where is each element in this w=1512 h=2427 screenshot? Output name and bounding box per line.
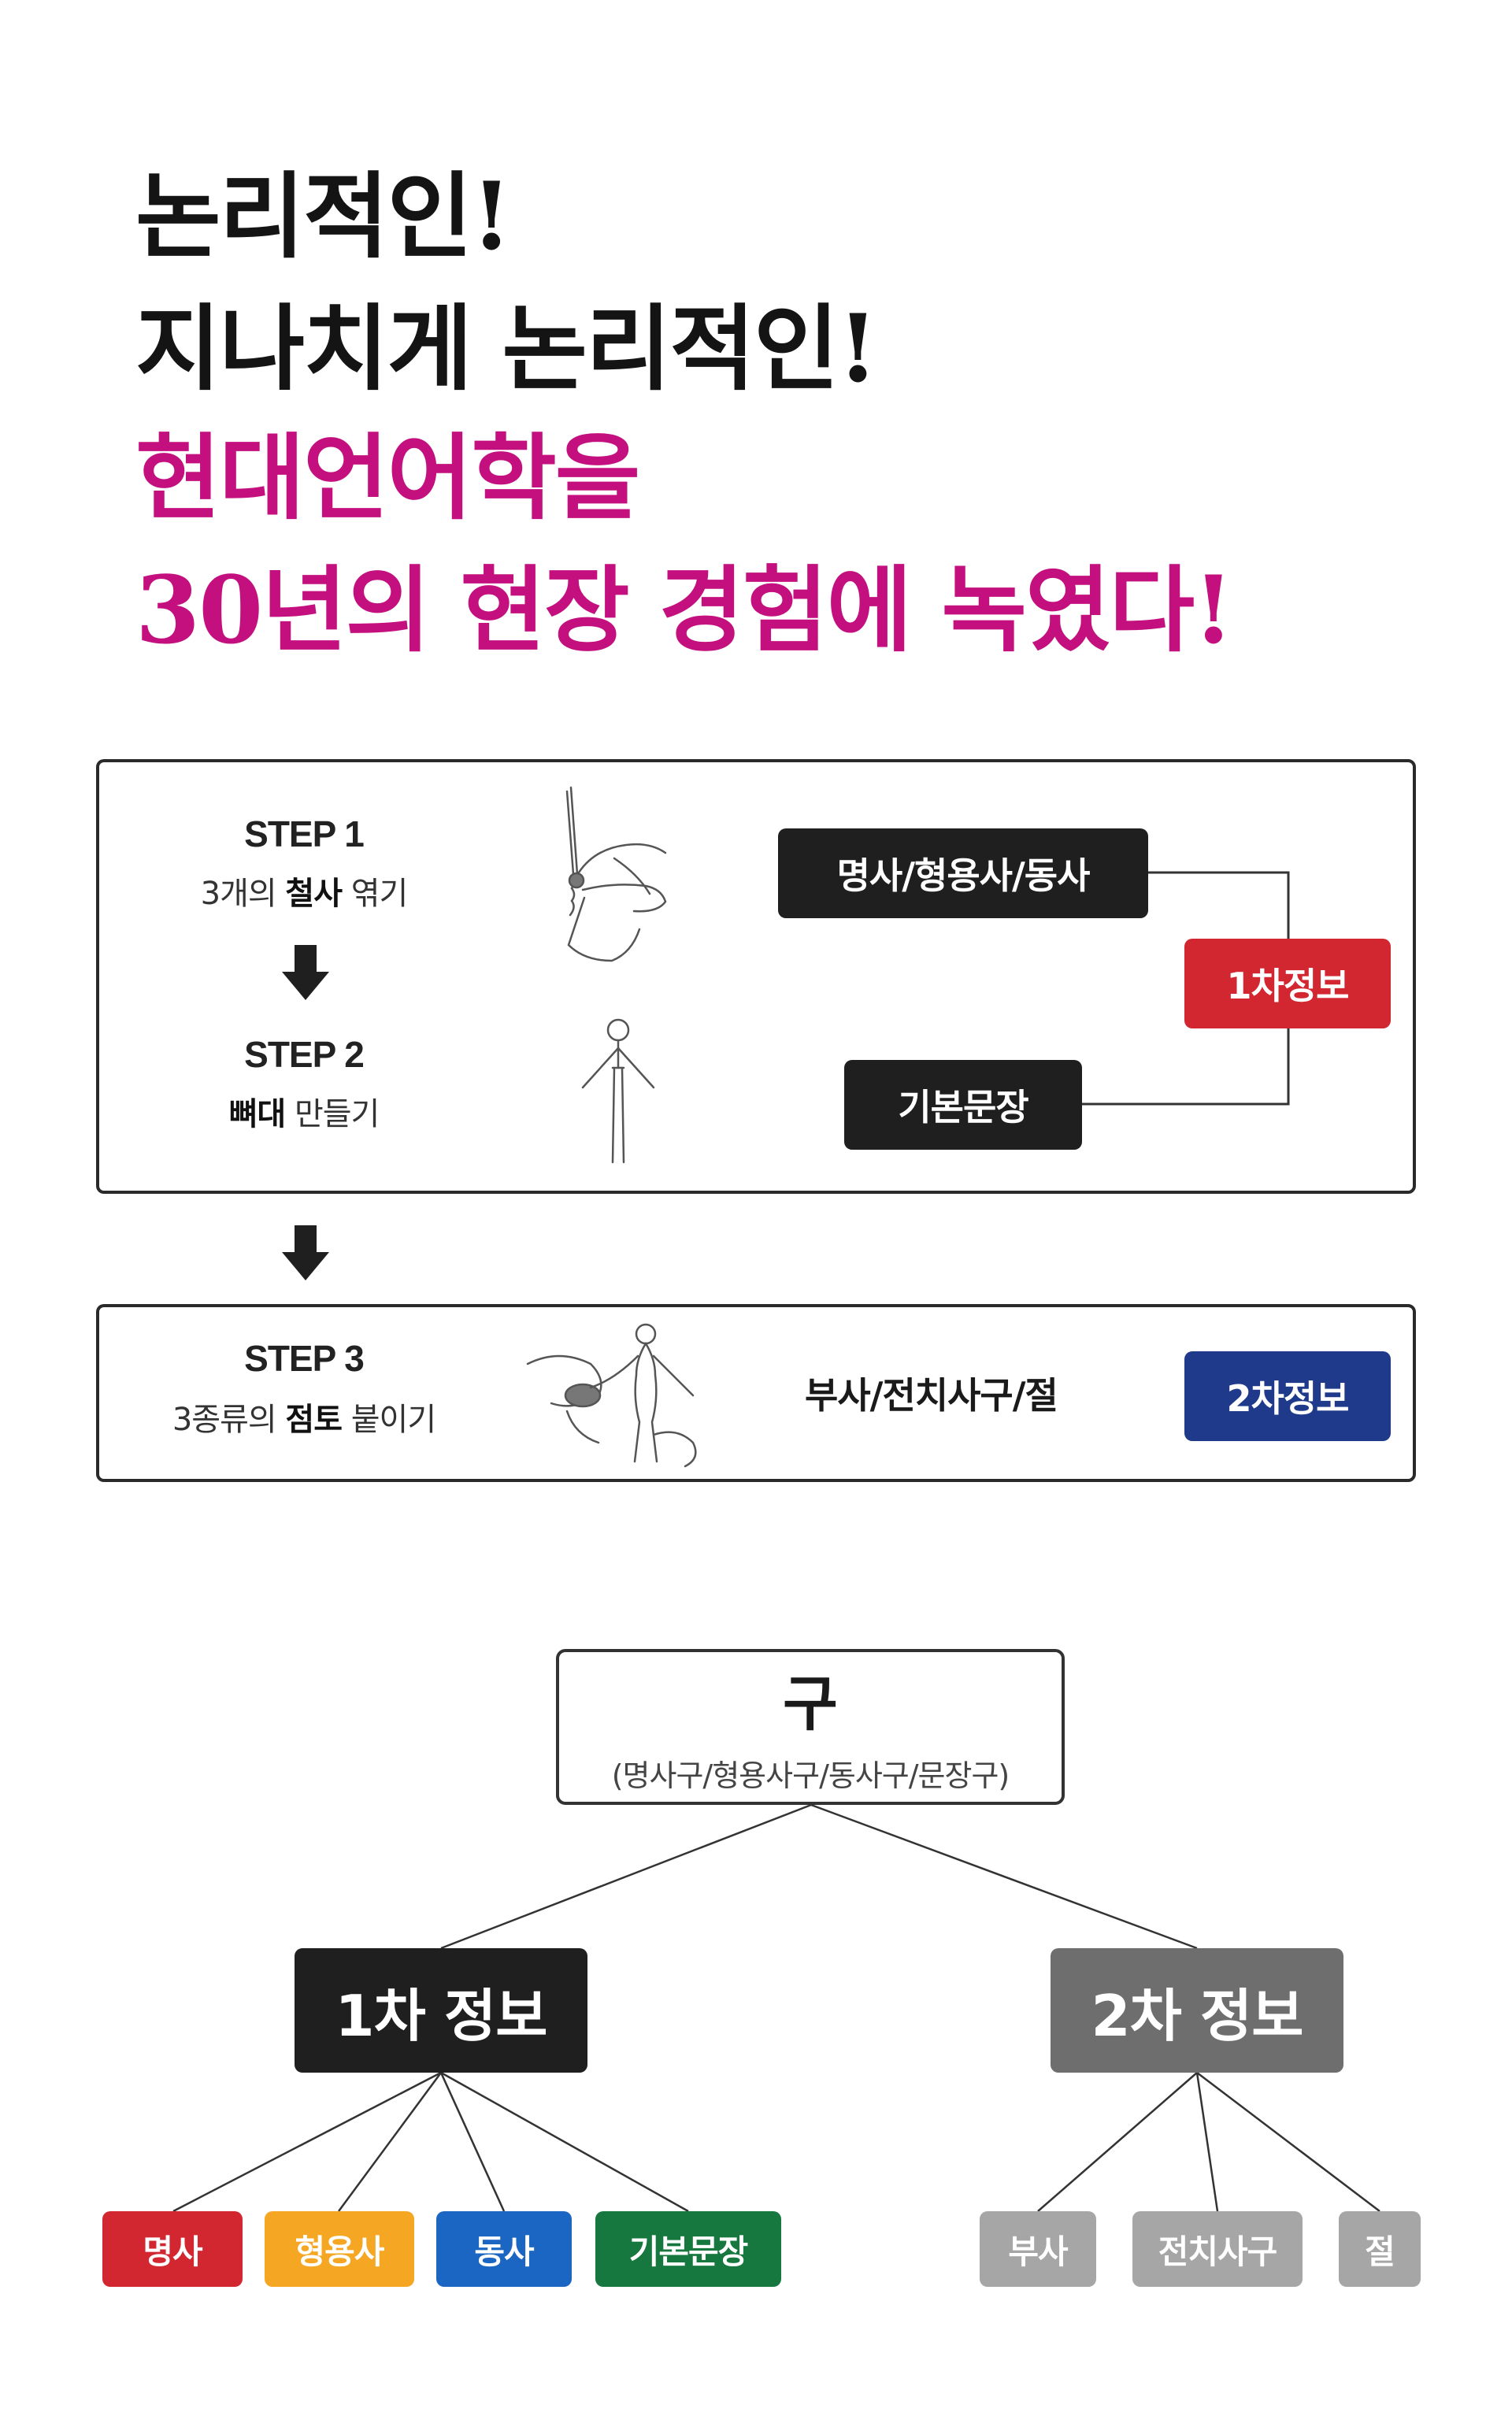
arrow-down-icon [282,945,329,1000]
step3-title: STEP 3 [244,1338,365,1379]
tag-primary-info: 1차정보 [1184,939,1391,1028]
tree-node-primary-info: 1차 정보 [295,1948,587,2073]
tree-leaf-prepositional-phrase: 전치사구 [1132,2211,1303,2287]
headline-line-2: 지나치게 논리적인! [135,294,878,403]
headline-line-1: 논리적인! [135,161,512,271]
tree-root-subtitle: (명사구/형용사구/동사구/문장구) [611,1758,1010,1793]
step2-title: STEP 2 [244,1034,365,1075]
tree-leaf-adjective: 형용사 [265,2211,414,2287]
tag-basic-sentence: 기본문장 [844,1060,1082,1150]
step2-description: 뼈대 만들기 [228,1096,380,1132]
headline-line-4: 30년의 현장 경험에 녹였다! [135,555,1234,665]
clay-figure-icon [526,1323,697,1468]
arrow-down-icon [282,1225,329,1280]
wire-twist-icon [565,786,667,962]
step1-description: 3개의 철사 엮기 [200,876,409,912]
tag-noun-adj-verb: 명사/형용사/동사 [778,828,1148,918]
tree-leaf-adverb: 부사 [980,2211,1096,2287]
tree-leaf-noun: 명사 [102,2211,243,2287]
headline-line-3: 현대언어학을 [135,423,640,532]
tag-secondary-info: 2차정보 [1184,1351,1391,1441]
step1-title: STEP 1 [244,813,365,854]
tree-leaf-verb: 동사 [436,2211,572,2287]
tree-leaf-clause: 절 [1339,2211,1421,2287]
tree-root-title: 구 [783,1669,838,1739]
tree-root-phrase: 구 (명사구/형용사구/동사구/문장구) [556,1649,1065,1805]
skeleton-figure-icon [581,1018,655,1164]
label-adverb-prep-clause: 부사/전치사구/절 [805,1374,1058,1417]
tree-leaf-basic-sentence: 기본문장 [595,2211,781,2287]
step3-description: 3종류의 점토 붙이기 [172,1402,436,1438]
tree-node-secondary-info: 2차 정보 [1051,1948,1343,2073]
